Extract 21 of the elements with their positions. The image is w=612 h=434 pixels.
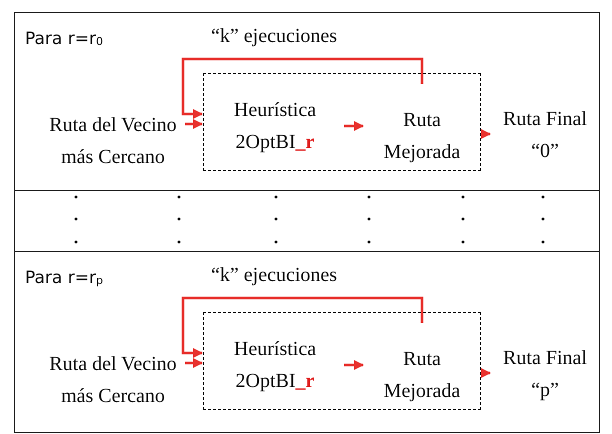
arrow xyxy=(182,296,424,358)
dashed-box xyxy=(203,312,481,410)
step-label: Ruta del Vecino más Cercano xyxy=(43,316,183,412)
arrow xyxy=(182,58,424,119)
step-label: Ruta Final “0” xyxy=(491,101,599,167)
step-label: Ruta Mejorada xyxy=(364,323,480,407)
step-label: Heurística 2OptBI_r xyxy=(208,94,342,158)
arrow xyxy=(481,368,491,378)
edge-label: “k” ejecuciones xyxy=(209,25,340,48)
arrow xyxy=(185,358,203,368)
step-label: Ruta Mejorada xyxy=(364,84,480,168)
dashed-box xyxy=(203,73,481,171)
step-label: Ruta del Vecino más Cercano xyxy=(43,77,183,173)
edge-label: “k” ejecuciones xyxy=(209,264,340,287)
arrow xyxy=(344,121,364,131)
arrow xyxy=(481,129,491,139)
step-label: Heurística 2OptBI_r xyxy=(208,333,342,397)
arrow xyxy=(344,360,364,370)
arrow xyxy=(185,119,203,129)
step-label: Ruta Final “p” xyxy=(491,340,599,406)
ellipsis-band xyxy=(14,190,600,252)
